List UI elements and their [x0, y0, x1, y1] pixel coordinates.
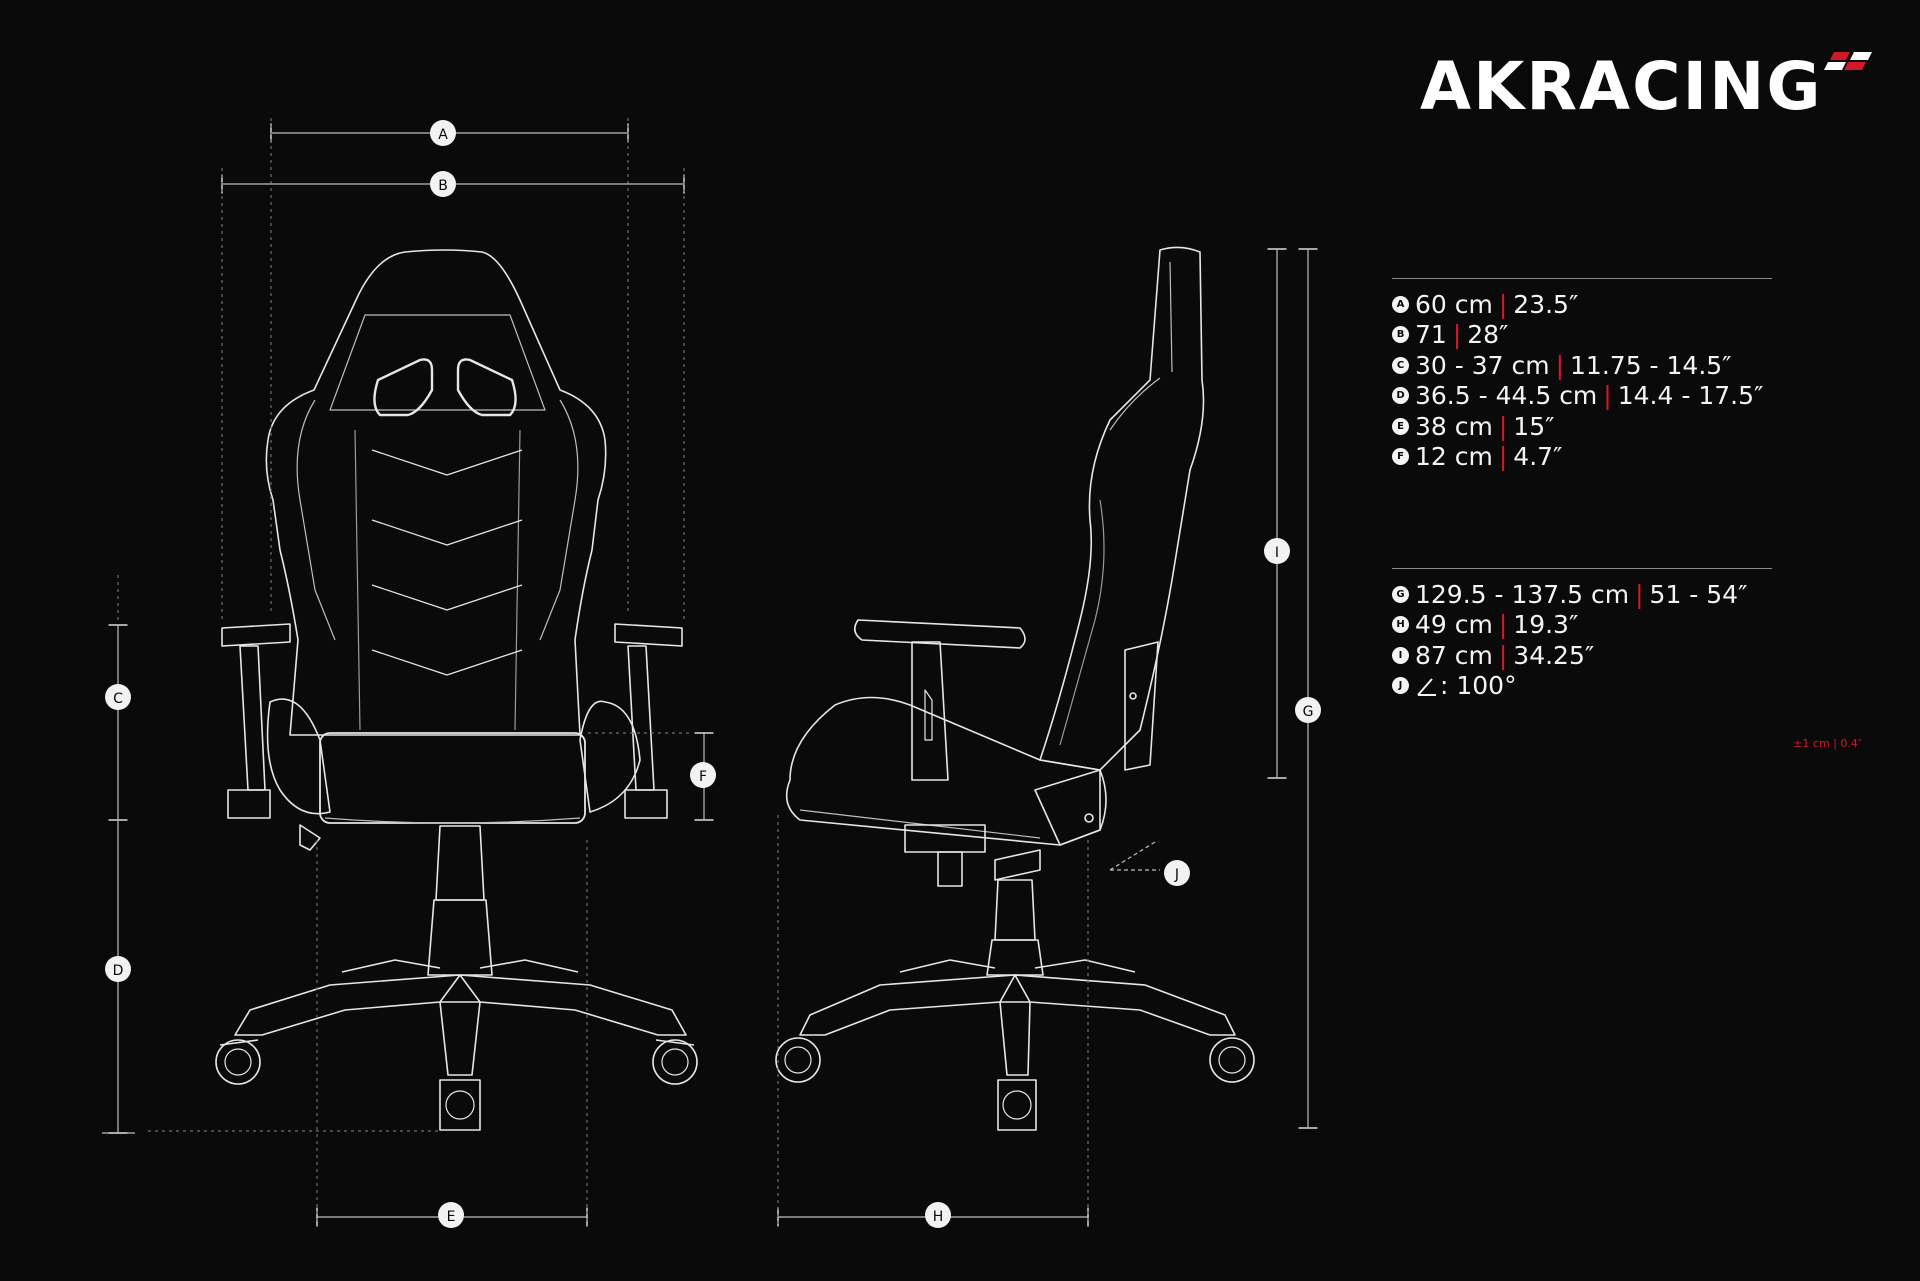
spec-letter: D	[1392, 387, 1409, 405]
angle-icon	[1417, 678, 1436, 696]
svg-text:G: G	[1303, 704, 1314, 720]
svg-text:D: D	[113, 963, 124, 979]
spec-metric-value: 87 cm	[1415, 640, 1493, 670]
unit-separator: |	[1452, 320, 1462, 350]
spec-row-a: A 60 cm|23.5″	[1392, 289, 1772, 320]
spec-letter: F	[1392, 448, 1409, 466]
unit-separator: |	[1555, 350, 1565, 380]
spec-row-e: E 38 cm|15″	[1392, 411, 1772, 442]
spec-metric-value: 36.5 - 44.5 cm	[1415, 381, 1598, 411]
spec-imperial-value: 34.25″	[1513, 640, 1595, 670]
spec-letter: I	[1392, 646, 1409, 664]
spec-letter: J	[1392, 677, 1409, 695]
dimension-marker-j: J	[1164, 860, 1190, 886]
dimension-marker-a: A	[430, 120, 456, 146]
spec-metric-value: 12 cm	[1415, 442, 1493, 472]
dimension-marker-e: E	[438, 1202, 464, 1228]
spec-metric-value: 38 cm	[1415, 411, 1493, 441]
svg-text:B: B	[438, 178, 448, 194]
svg-text:H: H	[933, 1209, 944, 1225]
dimension-marker-d: D	[105, 956, 131, 982]
spec-imperial-value: 23.5″	[1513, 289, 1579, 319]
svg-text:F: F	[699, 769, 707, 785]
spec-imperial-value: 15″	[1513, 411, 1555, 441]
svg-text:A: A	[438, 127, 448, 143]
dimension-marker-b: B	[430, 171, 456, 197]
unit-separator: |	[1498, 411, 1508, 441]
svg-text:J: J	[1174, 867, 1179, 883]
brand-name: AKRACING	[1420, 48, 1823, 125]
spec-metric-value: 71	[1415, 320, 1447, 350]
dimension-marker-c: C	[105, 684, 131, 710]
divider	[1392, 568, 1772, 569]
spec-letter: E	[1392, 417, 1409, 435]
divider	[1392, 278, 1772, 279]
spec-row-j: J : 100°	[1392, 671, 1772, 702]
spec-row-g: G 129.5 - 137.5 cm|51 - 54″	[1392, 579, 1772, 610]
akracing-logo: AKRACING	[1420, 52, 1880, 122]
spec-imperial-value: 19.3″	[1513, 610, 1579, 640]
front-view-chair	[215, 249, 698, 1131]
spec-metric-value: 60 cm	[1415, 289, 1493, 319]
spec-imperial-value: 14.4 - 17.5″	[1617, 381, 1764, 411]
unit-separator: |	[1603, 381, 1612, 411]
svg-text:E: E	[447, 1209, 456, 1225]
dimension-marker-g: G	[1295, 697, 1321, 723]
spec-row-d: D 36.5 - 44.5 cm|14.4 - 17.5″	[1392, 381, 1772, 412]
unit-separator: |	[1498, 610, 1508, 640]
spec-metric-value: 129.5 - 137.5 cm	[1415, 579, 1630, 609]
spec-metric-value: 30 - 37 cm	[1415, 350, 1550, 380]
side-view-chair	[775, 246, 1255, 1131]
spec-row-f: F 12 cm|4.7″	[1392, 442, 1772, 473]
spec-letter: G	[1392, 585, 1409, 603]
spec-row-i: I 87 cm|34.25″	[1392, 640, 1772, 671]
checkered-flag-icon	[1824, 52, 1872, 70]
spec-letter: C	[1392, 356, 1409, 374]
spec-letter: A	[1392, 295, 1409, 313]
dimension-lines	[102, 118, 1318, 1227]
unit-separator: |	[1498, 289, 1508, 319]
spec-letter: H	[1392, 616, 1409, 634]
spec-angle-value: : 100°	[1440, 671, 1517, 701]
spec-row-h: H 49 cm|19.3″	[1392, 610, 1772, 641]
spec-imperial-value: 28″	[1467, 320, 1509, 350]
unit-separator: |	[1498, 442, 1508, 472]
spec-row-c: C 30 - 37 cm|11.75 - 14.5″	[1392, 350, 1772, 381]
tolerance-note: ±1 cm | 0.4″	[1793, 737, 1862, 750]
spec-imperial-value: 4.7″	[1513, 442, 1563, 472]
svg-text:C: C	[113, 691, 123, 707]
spec-row-b: B 71|28″	[1392, 320, 1772, 351]
dimension-marker-i: I	[1264, 538, 1290, 564]
svg-text:I: I	[1275, 545, 1279, 561]
spec-imperial-value: 11.75 - 14.5″	[1570, 350, 1732, 380]
spec-imperial-value: 51 - 54″	[1649, 579, 1748, 609]
spec-letter: B	[1392, 326, 1409, 344]
unit-separator: |	[1635, 579, 1644, 609]
dimension-marker-h: H	[925, 1202, 951, 1228]
unit-separator: |	[1498, 640, 1508, 670]
spec-metric-value: 49 cm	[1415, 610, 1493, 640]
dimension-marker-f: F	[690, 762, 716, 788]
